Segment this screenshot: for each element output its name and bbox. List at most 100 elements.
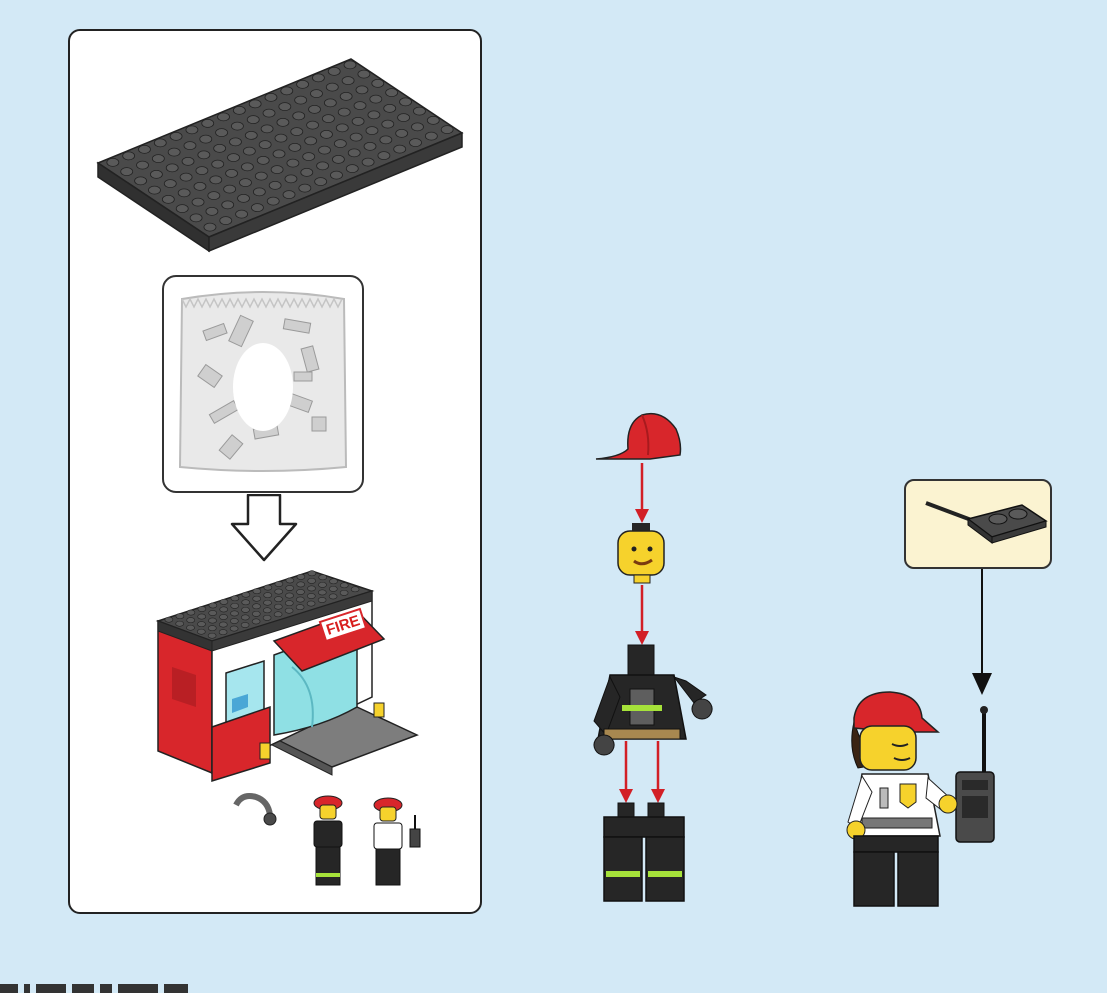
build-panel: FIRE <box>68 29 482 914</box>
firefighter-legs-part <box>604 803 684 901</box>
stud <box>299 184 311 192</box>
stud <box>312 74 324 82</box>
stud <box>350 133 362 141</box>
roof-stud <box>230 626 238 631</box>
stud <box>257 156 269 164</box>
roof-stud <box>296 605 304 610</box>
stud <box>263 109 275 117</box>
stud <box>372 79 384 87</box>
roof-stud <box>274 604 282 609</box>
roof-stud <box>208 633 216 638</box>
stud <box>226 169 238 177</box>
roof-stud <box>329 594 337 599</box>
stud <box>317 162 329 170</box>
stud <box>396 129 408 137</box>
stud <box>411 123 423 131</box>
roof-stud <box>308 571 316 576</box>
roof-stud <box>187 610 195 615</box>
stud <box>162 195 174 203</box>
roof-stud <box>187 618 195 623</box>
roof-stud <box>263 615 271 620</box>
roof-stud <box>264 593 272 598</box>
roof-stud <box>253 596 261 601</box>
stud <box>332 155 344 163</box>
stud <box>192 198 204 206</box>
stud <box>394 145 406 153</box>
stud <box>135 177 147 185</box>
roof-stud <box>319 582 327 587</box>
stud <box>303 153 315 161</box>
stud <box>247 116 259 124</box>
roof-stud <box>297 574 305 579</box>
stud <box>178 189 190 197</box>
stud <box>251 204 263 212</box>
roof-stud <box>275 589 283 594</box>
stud <box>324 99 336 107</box>
stud <box>273 150 285 158</box>
stud <box>322 115 334 123</box>
stud <box>236 210 248 218</box>
roof-stud <box>330 579 338 584</box>
outline-down-arrow-icon <box>228 494 300 564</box>
stud <box>168 148 180 156</box>
stud <box>293 112 305 120</box>
stud <box>194 182 206 190</box>
stud <box>336 124 348 132</box>
stud <box>400 98 412 106</box>
stud <box>218 113 230 121</box>
stud <box>315 178 327 186</box>
roof-stud <box>340 590 348 595</box>
stud <box>176 205 188 213</box>
roof-stud <box>307 593 315 598</box>
stud <box>279 103 291 111</box>
stud <box>255 172 267 180</box>
stud <box>364 142 376 150</box>
stud <box>154 139 166 147</box>
stud <box>281 87 293 95</box>
roof-stud <box>253 589 261 594</box>
stud <box>328 67 340 75</box>
roof-stud <box>252 611 260 616</box>
stud <box>220 217 232 225</box>
stud <box>320 130 332 138</box>
stud <box>309 105 321 113</box>
stud <box>427 116 439 124</box>
stud <box>164 180 176 188</box>
stud <box>340 92 352 100</box>
roof-stud <box>242 592 250 597</box>
stud <box>150 170 162 178</box>
roof-stud <box>264 600 272 605</box>
stud <box>301 168 313 176</box>
roof-stud <box>253 604 261 609</box>
stud <box>243 147 255 155</box>
stud <box>275 134 287 142</box>
stud <box>425 132 437 140</box>
roof-stud <box>263 608 271 613</box>
stud <box>241 163 253 171</box>
stud <box>368 111 380 119</box>
stud <box>148 186 160 194</box>
stud <box>277 118 289 126</box>
walkie-talkie-part <box>906 481 1050 567</box>
stud <box>297 80 309 88</box>
stud <box>259 141 271 149</box>
stud <box>210 176 222 184</box>
stud <box>190 214 202 222</box>
stud <box>352 117 364 125</box>
stud <box>196 167 208 175</box>
roof-stud <box>209 618 217 623</box>
stud <box>186 126 198 134</box>
stud <box>137 161 149 169</box>
roof-stud <box>297 582 305 587</box>
stud <box>204 223 216 231</box>
roof-stud <box>297 589 305 594</box>
roof-stud <box>264 585 272 590</box>
roof-stud <box>198 606 206 611</box>
stud <box>307 121 319 129</box>
roof-stud <box>176 621 184 626</box>
stud <box>289 143 301 151</box>
roof-stud <box>241 615 249 620</box>
stud <box>441 126 453 134</box>
roof-stud <box>286 578 294 583</box>
stud <box>344 61 356 69</box>
